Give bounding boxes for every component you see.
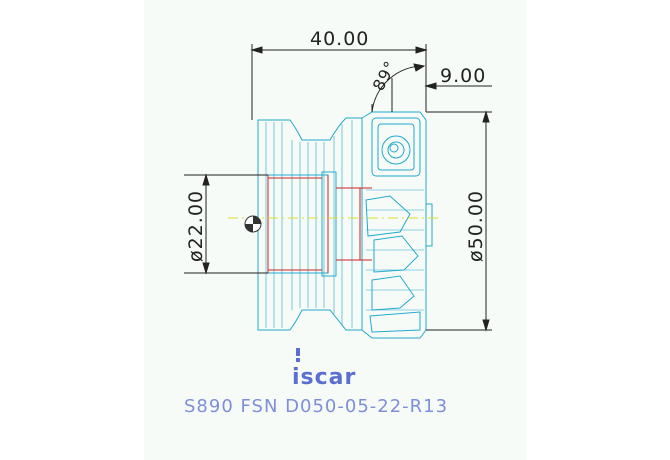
top-insert [371, 117, 421, 177]
head-side-lines [426, 203, 433, 247]
shank-hatch [265, 120, 353, 328]
shank-outline [257, 117, 363, 331]
cutter-head-hatch [366, 189, 424, 311]
insert-screw-core [389, 143, 399, 153]
bore-center-mark [244, 215, 262, 233]
insert-screw-outer [381, 135, 411, 165]
collar [321, 171, 337, 277]
lower-pockets [365, 195, 421, 333]
dim-insert-offset: 9.00 [440, 65, 486, 87]
logo-text: iscar [292, 365, 356, 390]
dim-overall-length: 40.00 [310, 28, 369, 50]
bore-region [267, 174, 329, 274]
dim-bore-diameter: ø22.00 [185, 190, 207, 262]
insert-screw-inner [387, 141, 405, 159]
brand-logo: iscar [292, 348, 356, 390]
drawing-frame [144, 0, 526, 460]
dimension-lines [184, 44, 492, 332]
top-insert-inner [377, 123, 415, 171]
inner-red-lines [267, 175, 372, 273]
dim-cutting-diameter: ø50.00 [465, 190, 487, 262]
tool-body [257, 111, 433, 339]
part-number-caption: S890 FSN D050-05-22-R13 [184, 396, 448, 417]
dim-angle: 89° [369, 57, 400, 94]
logo-mark-icon [296, 348, 300, 362]
